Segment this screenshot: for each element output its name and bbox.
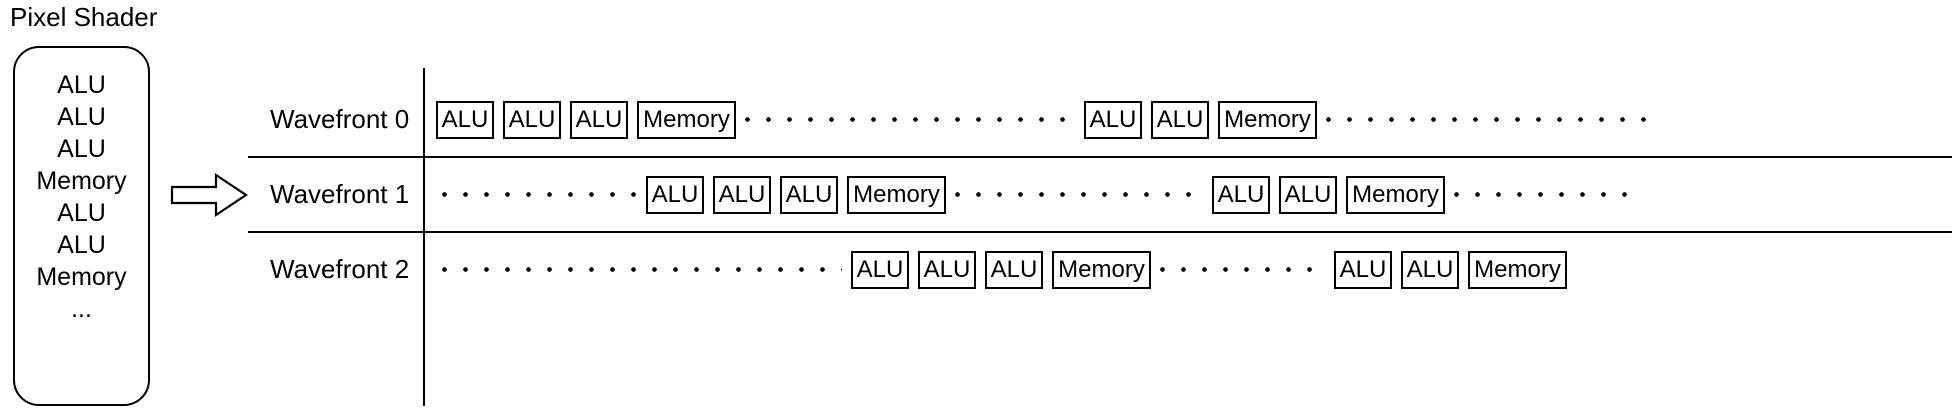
op-box-alu: ALU: [503, 100, 561, 139]
op-box-alu: ALU: [1401, 250, 1459, 289]
dotted-line: [1326, 117, 1656, 122]
dotted-line: [1160, 267, 1325, 272]
stall-gap-dots: [1454, 176, 1639, 214]
op-box-alu: ALU: [1279, 175, 1337, 214]
op-box-alu: ALU: [1084, 100, 1142, 139]
op-box-memory: Memory: [1218, 100, 1317, 139]
op-box-alu: ALU: [985, 250, 1043, 289]
op-box-alu: ALU: [1334, 250, 1392, 289]
shader-instruction: ALU: [57, 231, 106, 259]
shader-instruction: ALU: [57, 199, 106, 227]
stall-gap-dots: [745, 101, 1075, 139]
op-box-memory: Memory: [847, 175, 946, 214]
flow-arrow: [170, 172, 248, 218]
op-box-alu: ALU: [851, 250, 909, 289]
op-box-alu: ALU: [436, 100, 494, 139]
op-box-alu: ALU: [780, 175, 838, 214]
row-separator-0: [248, 156, 1952, 158]
op-box-alu: ALU: [918, 250, 976, 289]
op-box-memory: Memory: [1052, 250, 1151, 289]
right-arrow-outline-icon: [170, 172, 248, 218]
dotted-line: [1454, 192, 1639, 197]
stall-gap-dots: [1160, 251, 1325, 289]
wavefront-label-2: Wavefront 2: [270, 254, 410, 284]
shader-instruction: Memory: [36, 263, 127, 291]
op-box-memory: Memory: [637, 100, 736, 139]
dotted-line: [442, 192, 637, 197]
shader-instruction: Memory: [36, 167, 127, 195]
op-box-alu: ALU: [1151, 100, 1209, 139]
stall-gap-dots: [1326, 101, 1656, 139]
stall-gap-dots: [442, 251, 842, 289]
pixel-shader-title: Pixel Shader: [10, 2, 158, 32]
stall-gap-dots: [442, 176, 637, 214]
dotted-line: [745, 117, 1075, 122]
row-separator-1: [248, 231, 1952, 233]
op-box-alu: ALU: [570, 100, 628, 139]
shader-instruction: ALU: [57, 135, 106, 163]
timeline-vertical-axis: [423, 68, 425, 406]
op-box-memory: Memory: [1346, 175, 1445, 214]
wavefront-label-1: Wavefront 1: [270, 179, 410, 209]
op-box-alu: ALU: [713, 175, 771, 214]
dotted-line: [955, 192, 1203, 197]
op-box-alu: ALU: [1212, 175, 1270, 214]
op-box-alu: ALU: [646, 175, 704, 214]
shader-instruction: ALU: [57, 71, 106, 99]
wavefront-label-0: Wavefront 0: [270, 104, 410, 134]
shader-instruction: ALU: [57, 103, 106, 131]
shader-instruction: ...: [71, 295, 92, 323]
dotted-line: [442, 267, 842, 272]
op-box-memory: Memory: [1468, 250, 1567, 289]
stall-gap-dots: [955, 176, 1203, 214]
